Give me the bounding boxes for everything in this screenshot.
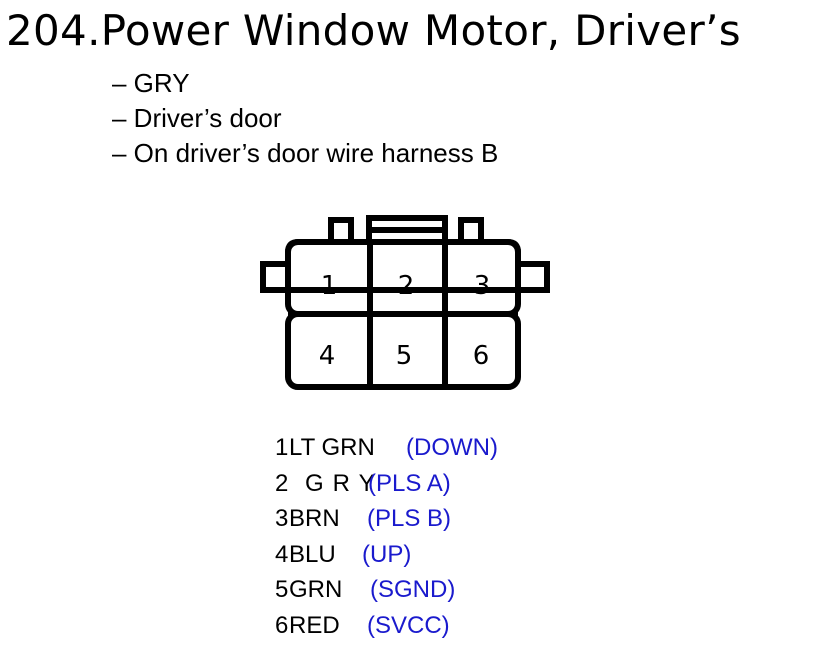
pin-wire-color: BRN <box>289 505 340 532</box>
pin-wire-color: GRN <box>289 576 343 603</box>
right-locking-ear <box>518 261 550 293</box>
pin-function: (DOWN) <box>406 434 498 461</box>
right-latch-tab <box>458 217 484 245</box>
connector-details: – GRY – Driver’s door – On driver’s door… <box>112 66 498 171</box>
detail-location: – Driver’s door <box>112 103 282 133</box>
pin-wire-color: GRY <box>305 469 384 497</box>
cavity-number: 4 <box>319 341 336 371</box>
pin-function: (UP) <box>362 540 412 568</box>
detail-connector-color: – GRY <box>112 68 190 98</box>
pin-number: 6 <box>275 611 289 639</box>
connector-face-diagram: 1 2 3 4 5 6 <box>260 215 550 390</box>
cavity-number: 6 <box>473 341 490 371</box>
pin-function: (PLS A) <box>368 469 451 497</box>
pin-function: (SGND) <box>370 576 456 603</box>
pin-function: (SVCC) <box>367 611 450 639</box>
pin-number: 1 <box>275 434 289 461</box>
pin-function: (PLS B) <box>367 505 452 532</box>
page-title: 204.Power Window Motor, Driver’s <box>6 6 741 55</box>
pin-wire-color: RED <box>289 611 340 639</box>
cavity-number: 2 <box>398 271 415 301</box>
cavity-number: 5 <box>396 341 413 371</box>
pin-number: 2 <box>275 469 289 497</box>
cavity-number: 1 <box>321 271 338 301</box>
pin-wire-color: LT GRN <box>289 434 375 461</box>
left-locking-ear <box>260 261 288 293</box>
left-latch-tab <box>328 217 354 245</box>
cavity-number: 3 <box>474 271 491 301</box>
pin-number: 3 <box>275 505 289 532</box>
pin-wire-color: BLU <box>289 540 336 568</box>
pin-number: 4 <box>275 540 289 568</box>
pin-number: 5 <box>275 576 289 603</box>
detail-harness: – On driver’s door wire harness B <box>112 138 499 168</box>
